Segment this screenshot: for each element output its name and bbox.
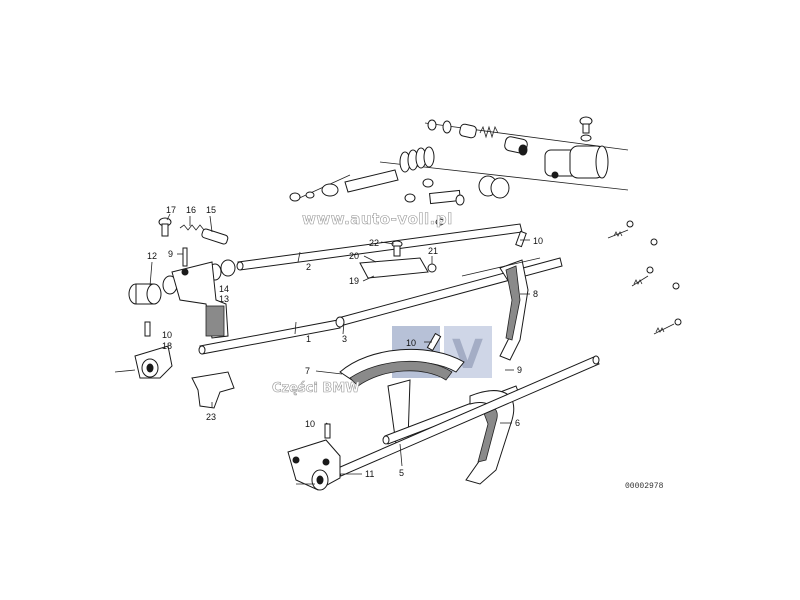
callout-18: 18 xyxy=(162,341,172,351)
callout-16: 16 xyxy=(186,205,196,215)
callout-13: 13 xyxy=(219,294,229,304)
callout-1: 1 xyxy=(306,334,311,344)
selector-11 xyxy=(287,423,341,491)
callout-7: 7 xyxy=(305,366,310,376)
callout-9-upper: 9 xyxy=(168,249,173,259)
callout-12: 12 xyxy=(147,251,157,261)
callout-21: 21 xyxy=(428,246,438,256)
selector-18 xyxy=(114,321,173,379)
callout-10-upper: 10 xyxy=(533,236,543,246)
callouts: 17 16 15 12 9 14 13 2 22 20 21 19 10 8 1… xyxy=(147,205,543,479)
selector-23 xyxy=(191,371,235,409)
callout-6: 6 xyxy=(515,418,520,428)
shift-fork-8 xyxy=(461,257,541,361)
diagram-number: 00002978 xyxy=(625,482,664,491)
callout-14: 14 xyxy=(219,284,229,294)
callout-5: 5 xyxy=(399,468,404,478)
watermark-brand: Części BMW xyxy=(272,381,360,396)
callout-10-left: 10 xyxy=(162,330,172,340)
callout-2: 2 xyxy=(306,262,311,272)
callout-10-lower: 10 xyxy=(305,419,315,429)
callout-20: 20 xyxy=(349,251,359,261)
callout-19: 19 xyxy=(349,276,359,286)
callout-23: 23 xyxy=(206,412,216,422)
callout-15: 15 xyxy=(206,205,216,215)
left-selector-assembly xyxy=(128,217,236,339)
right-small-parts xyxy=(607,220,682,335)
callout-8: 8 xyxy=(533,289,538,299)
callout-17: 17 xyxy=(166,205,176,215)
shaft-1 xyxy=(198,319,341,355)
leader-lines xyxy=(149,213,530,475)
callout-9-lower: 9 xyxy=(517,365,522,375)
callout-22: 22 xyxy=(369,238,379,248)
connecting-plate-19 xyxy=(359,230,527,279)
callout-11: 11 xyxy=(365,469,374,479)
callout-10-middle: 10 xyxy=(406,338,416,348)
shift-fork-6 xyxy=(465,390,515,485)
watermark-url: www.auto-voll.pl xyxy=(302,210,453,228)
top-detent-assembly xyxy=(289,116,629,226)
callout-3: 3 xyxy=(342,334,347,344)
shift-fork-7 xyxy=(339,348,465,445)
